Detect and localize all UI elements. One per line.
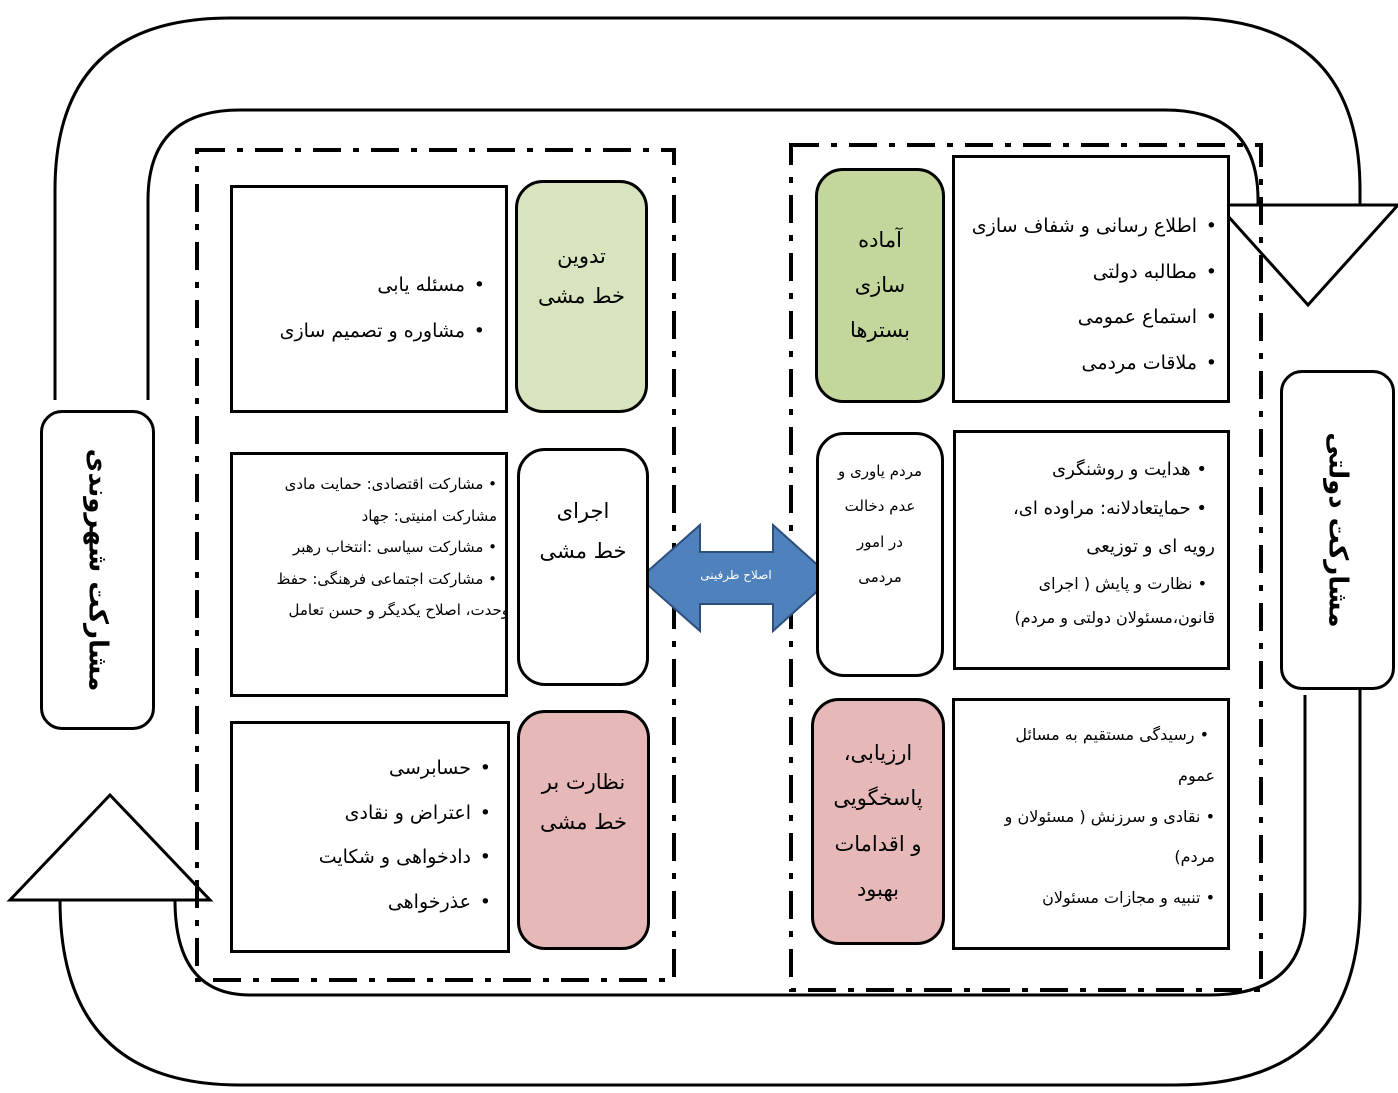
list-item: وحدت، اصلاح یکدیگر و حسن تعامل bbox=[288, 601, 510, 619]
left-stage2-list: • مشارکت اقتصادی: حمایت مادی مشارکت امنی… bbox=[227, 469, 509, 627]
list-item: ملاقات مردمی bbox=[972, 341, 1219, 387]
list-item: قانون،مسئولان دولتی و مردم) bbox=[1014, 608, 1215, 628]
list-item: • مشارکت اجتماعی فرهنگی: حفظ bbox=[276, 569, 497, 588]
list-item: • حمایتعادلانه: مراوده ای، bbox=[1012, 497, 1207, 519]
title-line: مردمی bbox=[858, 567, 902, 586]
list-item: مشارکت امنیتی: جهاد bbox=[361, 506, 497, 525]
title-line: آماده bbox=[858, 227, 902, 252]
list-item: استماع عمومی bbox=[972, 295, 1219, 341]
left-stage2-title: اجرای خط مشی bbox=[517, 448, 649, 686]
left-arrowhead bbox=[6, 792, 214, 902]
right-stage1-list: اطلاع رسانی و شفاف سازی مطالبه دولتی است… bbox=[972, 204, 1219, 386]
list-item: • تنبیه و مجازات مسئولان bbox=[1042, 888, 1215, 908]
right-arrowhead bbox=[1214, 203, 1398, 308]
right-stage1-title: آماده سازی بسترها bbox=[815, 168, 945, 403]
left-stage1-list: مسئله یابی مشاوره و تصمیم سازی bbox=[280, 263, 487, 354]
list-item: عموم bbox=[1178, 765, 1215, 785]
title-line: مردم یاوری و bbox=[837, 462, 923, 480]
list-item: دادخواهی و شکایت bbox=[319, 835, 493, 880]
title-line: خط مشی bbox=[537, 283, 626, 308]
title-line: بهبود bbox=[856, 876, 900, 901]
list-item: مردم) bbox=[1174, 847, 1215, 867]
title-line: نظارت بر bbox=[541, 769, 626, 794]
right-stage3-content: • رسیدگی مستقیم به مسائل عموم • نقادی و … bbox=[952, 698, 1230, 950]
title-line: بسترها bbox=[850, 318, 910, 343]
title-line: اجرای bbox=[556, 499, 610, 524]
government-participation-text: مشارکت دولتی bbox=[1322, 432, 1353, 628]
list-item: اطلاع رسانی و شفاف سازی bbox=[972, 204, 1219, 250]
list-item: • نقادی و سرزنش ( مسئولان و bbox=[1004, 806, 1215, 826]
right-stage2-title: مردم یاوری و عدم دخالت در امور مردمی bbox=[816, 432, 944, 677]
list-item: مشاوره و تصمیم سازی bbox=[280, 309, 487, 355]
cycle-ring-right-lower bbox=[58, 690, 1362, 1087]
title-line: عدم دخالت bbox=[844, 497, 916, 516]
list-item: عذرخواهی bbox=[319, 880, 493, 925]
list-item: • رسیدگی مستقیم به مسائل bbox=[1015, 725, 1209, 744]
right-stage1-content: اطلاع رسانی و شفاف سازی مطالبه دولتی است… bbox=[952, 155, 1230, 403]
government-participation-label: مشارکت دولتی bbox=[1280, 370, 1395, 690]
list-item: • مشارکت سیاسی :انتخاب رهبر bbox=[292, 538, 497, 556]
left-stage3-title: نظارت بر خط مشی bbox=[517, 710, 650, 950]
list-item: اعتراض و نقادی bbox=[319, 791, 493, 836]
right-stage2-list: • هدایت و روشنگری • حمایتعادلانه: مراوده… bbox=[955, 451, 1215, 636]
list-item: رویه ای و توزیعی bbox=[1086, 536, 1215, 558]
title-line: خط مشی bbox=[539, 809, 628, 834]
mutual-correction-label: اصلاح طرفینی bbox=[700, 568, 772, 582]
left-stage3-content: حسابرسی اعتراض و نقادی دادخواهی و شکایت … bbox=[230, 721, 510, 953]
title-line: در امور bbox=[857, 532, 903, 551]
right-stage2-content: • هدایت و روشنگری • حمایتعادلانه: مراوده… bbox=[953, 430, 1230, 670]
title-line: ارزیابی، bbox=[843, 741, 913, 766]
title-line: تدوین bbox=[557, 243, 606, 268]
title-line: خط مشی bbox=[539, 539, 627, 563]
left-stage1-content: مسئله یابی مشاوره و تصمیم سازی bbox=[230, 185, 508, 413]
cycle-ring-inner bbox=[146, 108, 1260, 400]
left-stage2-content: • مشارکت اقتصادی: حمایت مادی مشارکت امنی… bbox=[227, 452, 509, 697]
list-item: مسئله یابی bbox=[280, 263, 487, 309]
citizen-participation-text: مشارکت شهروندی bbox=[82, 448, 113, 692]
title-line: سازی bbox=[854, 272, 906, 297]
left-stage3-list: حسابرسی اعتراض و نقادی دادخواهی و شکایت … bbox=[319, 746, 493, 925]
list-item: حسابرسی bbox=[319, 746, 493, 791]
cycle-ring-right-lower-inner bbox=[173, 695, 1307, 997]
right-stage3-title: ارزیابی، پاسخگویی و اقدامات بهبود bbox=[811, 698, 945, 945]
title-line: و اقدامات bbox=[834, 831, 922, 856]
left-stage1-title: تدوین خط مشی bbox=[515, 180, 648, 413]
list-item: • مشارکت اقتصادی: حمایت مادی bbox=[284, 475, 497, 493]
cycle-ring-outer bbox=[53, 16, 1362, 400]
list-item: مطالبه دولتی bbox=[972, 250, 1219, 296]
right-stage3-list: • رسیدگی مستقیم به مسائل عموم • نقادی و … bbox=[955, 715, 1215, 919]
title-line: پاسخگویی bbox=[833, 786, 923, 811]
citizen-participation-label: مشارکت شهروندی bbox=[40, 410, 155, 730]
list-item: • نظارت و پایش ( اجرای bbox=[1038, 574, 1207, 594]
list-item: • هدایت و روشنگری bbox=[1052, 459, 1207, 480]
